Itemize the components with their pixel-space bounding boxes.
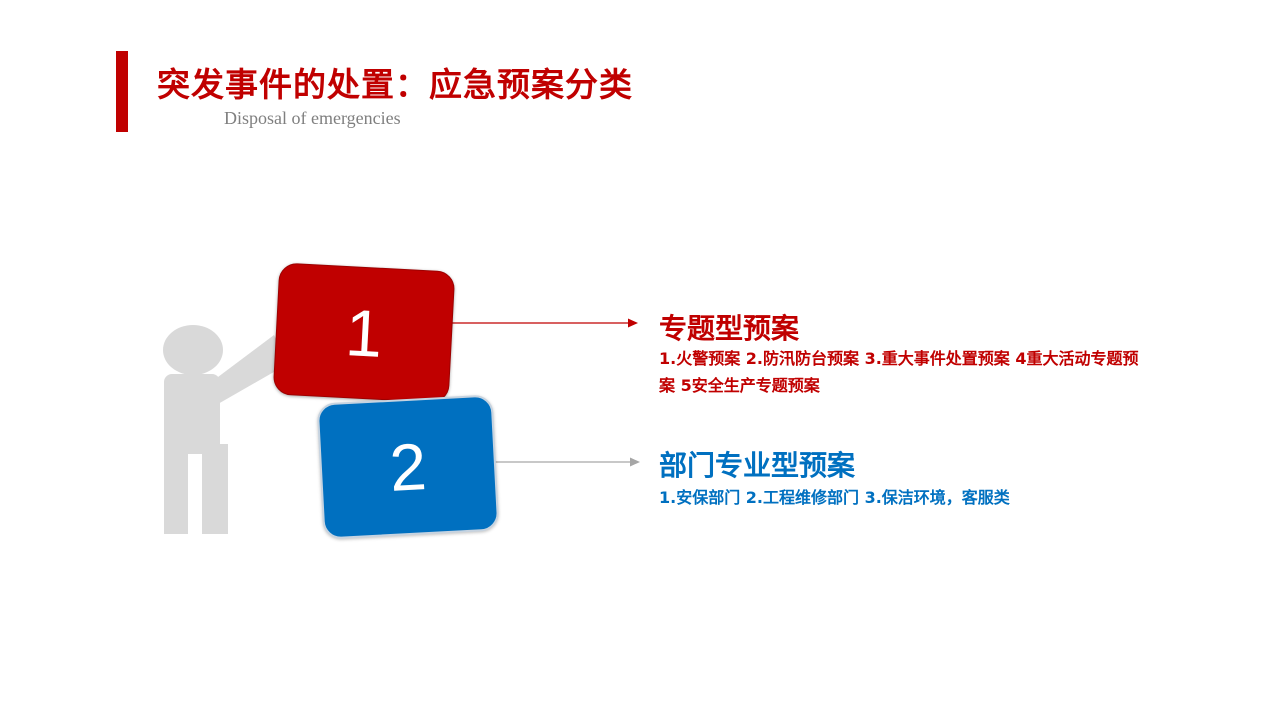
number-label-2: 2	[387, 429, 429, 505]
number-box-1: 1	[272, 262, 456, 404]
title-accent-bar	[116, 51, 128, 132]
item-heading-2: 部门专业型预案	[659, 449, 856, 482]
item-heading-1: 专题型预案	[659, 312, 800, 345]
item-description-2: 1.安保部门 2.工程维修部门 3.保洁环境，客服类	[659, 488, 1010, 507]
arrow-connector-2	[494, 457, 640, 467]
slide-subtitle: Disposal of emergencies	[224, 108, 401, 128]
number-box-2: 2	[316, 394, 500, 540]
arrow-connector-1	[452, 318, 638, 328]
slide-title: 突发事件的处置：应急预案分类	[157, 65, 633, 104]
number-label-1: 1	[343, 295, 385, 371]
item-description-1: 1.火警预案 2.防汛防台预案 3.重大事件处置预案 4重大活动专题预案 5安全…	[659, 349, 1139, 395]
